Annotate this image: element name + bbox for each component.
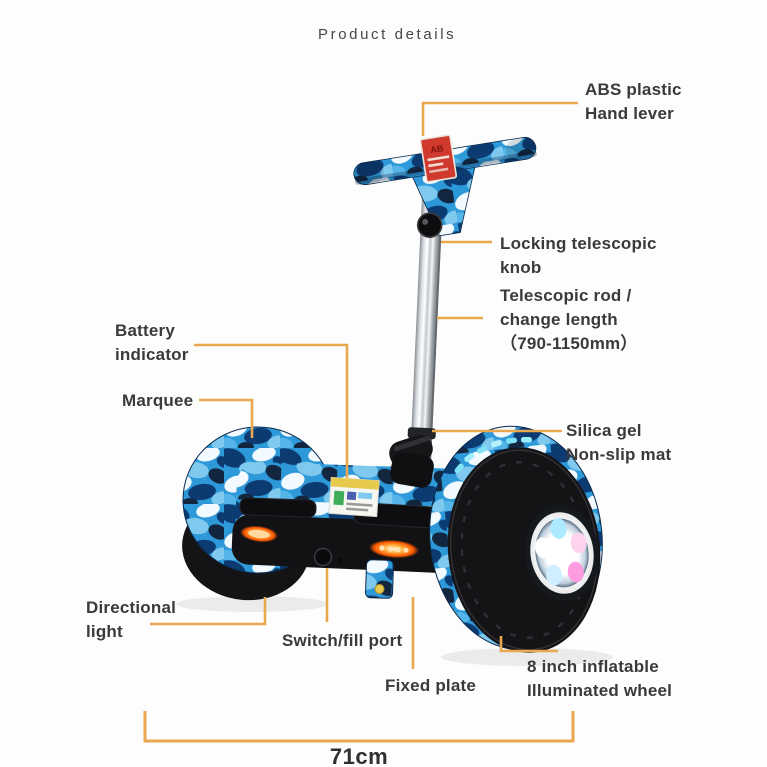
- marquee-led-strip: [454, 436, 533, 474]
- callout-fixed-plate: Fixed plate: [385, 676, 477, 695]
- rod-base-clamp: [389, 434, 434, 488]
- hand-lever: AB: [353, 134, 537, 238]
- battery-indicator-sticker: [328, 476, 380, 518]
- callout-directional-light: Directional light: [86, 598, 177, 641]
- foot-pads: [239, 497, 445, 529]
- directional-light-center: [369, 539, 419, 559]
- fill-port: [374, 584, 385, 594]
- callout-locking-knob: Locking telescopic knob: [500, 234, 657, 277]
- line-abs: [421, 101, 578, 136]
- callout-switch-fill-port: Switch/fill port: [282, 631, 403, 650]
- callout-abs-plastic: ABS plastic Hand lever: [585, 80, 682, 123]
- line-battery: [194, 343, 349, 478]
- fixed-plate: [365, 559, 394, 599]
- callout-marquee: Marquee: [122, 391, 194, 410]
- right-wheel: [429, 425, 603, 653]
- switch-knob: [313, 547, 343, 567]
- handle-sticker: AB: [419, 134, 458, 183]
- callout-illuminated-wheel: 8 inch inflatable Illuminated wheel: [527, 657, 673, 700]
- page-title: Product details: [318, 26, 457, 43]
- directional-light-left: [240, 525, 278, 543]
- callout-lines: [143, 101, 578, 743]
- line-marquee: [199, 398, 254, 438]
- locking-knob: [416, 212, 443, 238]
- illuminated-hub: [524, 505, 600, 601]
- callout-silica-gel: Silica gel Non-slip mat: [566, 421, 672, 464]
- svg-text:AB: AB: [430, 143, 445, 155]
- left-wheel-shadow: [176, 596, 328, 612]
- dimension-label: 71cm: [329, 744, 389, 767]
- line-wheel: [499, 636, 558, 653]
- callout-battery-indicator: Battery indicator: [115, 321, 189, 364]
- telescopic-rod: [407, 177, 444, 471]
- line-directional: [150, 597, 267, 626]
- right-wheel-shadow: [441, 648, 613, 666]
- callout-telescopic-rod: Telescopic rod / change length （790-1150…: [500, 286, 638, 353]
- dimension-bracket: [143, 711, 575, 743]
- right-tire: [447, 447, 601, 653]
